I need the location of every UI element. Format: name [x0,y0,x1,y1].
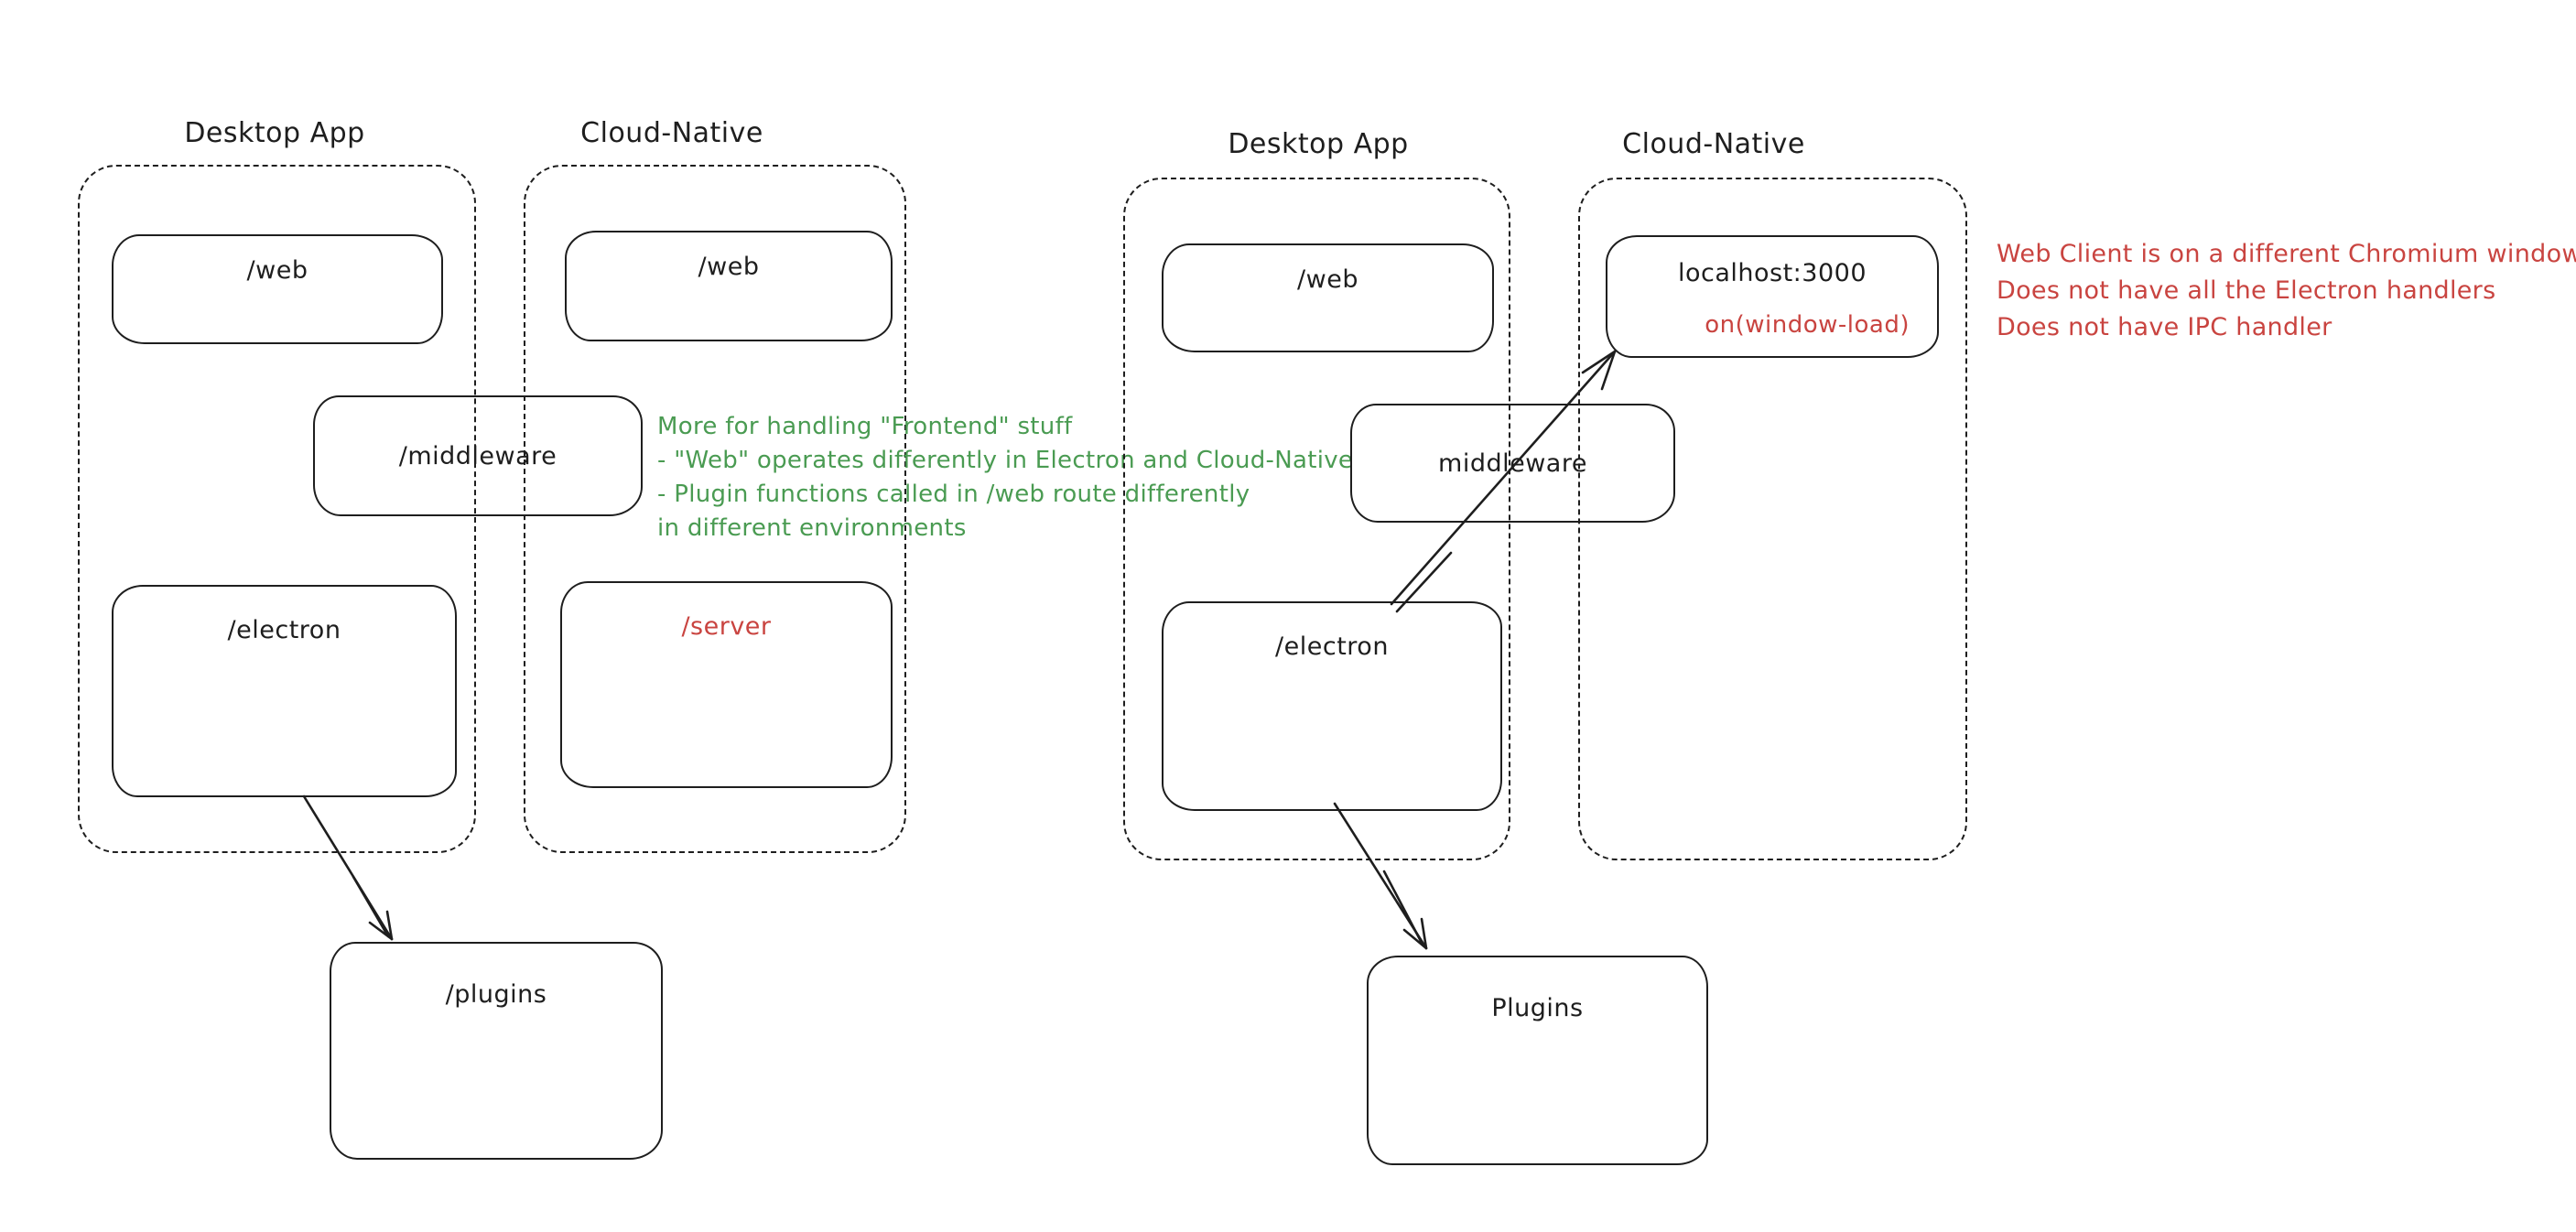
left-plugins-box: /plugins [330,942,663,1160]
right-web-label: /web [1297,265,1358,294]
right-plugins-label: Plugins [1491,994,1584,1022]
left-cloud-native-title: Cloud-Native [580,117,763,149]
left-desktop-app-title: Desktop App [184,117,365,149]
left-electron-label: /electron [227,616,341,644]
green-annotation: More for handling "Frontend" stuff - "We… [657,410,1353,546]
left-middleware-label: /middleware [398,441,557,470]
note-line: Web Client is on a different Chromium wi… [1997,240,2576,268]
localhost-window-load-label: on(window-load) [1705,311,1910,339]
left-web-cloud-label: /web [698,253,760,281]
note-line: More for handling "Frontend" stuff [657,413,1073,440]
right-electron-box: /electron [1162,601,1502,811]
note-line: Does not have all the Electron handlers [1997,276,2496,305]
left-server-box: /server [560,581,893,788]
red-annotation: Web Client is on a different Chromium wi… [1997,236,2576,346]
right-cloud-native-title: Cloud-Native [1622,128,1805,160]
localhost-title: localhost:3000 [1677,259,1867,287]
right-localhost-box: localhost:3000 on(window-load) [1606,235,1939,358]
left-web-desktop-label: /web [246,256,308,285]
right-web-box: /web [1162,243,1494,352]
left-desktop-app-container [78,165,476,853]
left-electron-box: /electron [112,585,457,797]
note-line: in different environments [657,514,967,542]
left-middleware-box: /middleware [313,395,643,516]
right-middleware-label: middleware [1438,448,1587,478]
note-line: - "Web" operates differently in Electron… [657,447,1354,474]
left-cloud-native-container [524,165,906,853]
note-line: Does not have IPC handler [1997,313,2332,341]
right-middleware-box: middleware [1350,404,1675,523]
right-desktop-app-title: Desktop App [1228,128,1409,160]
right-electron-label: /electron [1275,632,1389,661]
note-line: - Plugin functions called in /web route … [657,481,1250,508]
left-web-cloud-box: /web [565,231,893,341]
left-server-label: /server [681,612,772,641]
left-web-desktop-box: /web [112,234,443,344]
left-plugins-label: /plugins [445,980,547,1009]
right-plugins-box: Plugins [1367,956,1708,1165]
